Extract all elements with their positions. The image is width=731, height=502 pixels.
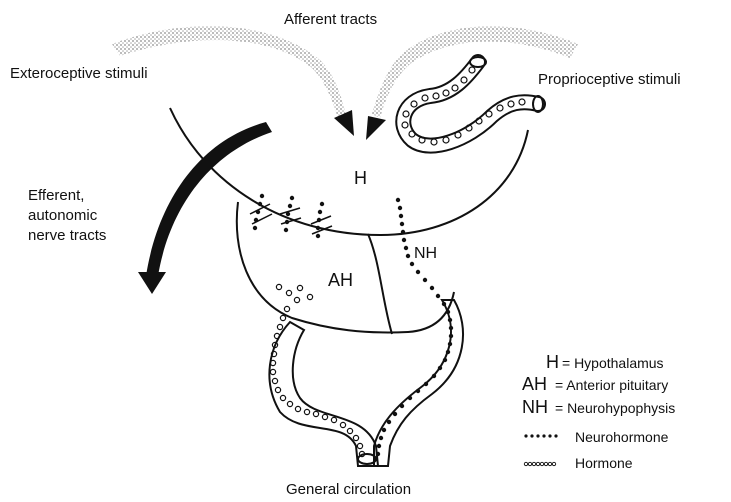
pituitary-divider (368, 234, 392, 334)
legend-circles-icon (524, 462, 555, 465)
afferent-arrow-left (112, 26, 354, 136)
efferent-arrow (138, 122, 272, 294)
label-general-circulation: General circulation (286, 481, 411, 497)
pituitary-outline (237, 202, 454, 332)
label-hypothalamus: H (354, 168, 367, 188)
legend-abbr-h: H (546, 352, 559, 372)
neurohormone-fiber (376, 198, 453, 456)
label-afferent-tracts: Afferent tracts (284, 11, 377, 28)
legend-text-h: = Hypothalamus (562, 355, 664, 371)
label-neurohypophysis: NH (414, 245, 437, 262)
label-efferent-3: nerve tracts (28, 227, 106, 244)
label-proprioceptive-stimuli: Proprioceptive stimuli (538, 71, 681, 88)
legend-text-hormone: Hormone (575, 455, 633, 471)
label-exteroceptive-stimuli: Exteroceptive stimuli (10, 65, 148, 82)
label-efferent-1: Efferent, (28, 187, 84, 204)
hormone-circles (270, 284, 364, 456)
legend-abbr-nh: NH (522, 397, 548, 417)
nerve-fibers (253, 194, 324, 238)
legend-text-nh: = Neurohypophysis (555, 400, 675, 416)
label-anterior-pituitary: AH (328, 270, 353, 290)
legend-abbr-ah: AH (522, 374, 547, 394)
legend: H = Hypothalamus AH = Anterior pituitary… (522, 352, 675, 471)
label-efferent-2: autonomic (28, 207, 98, 224)
legend-text-neurohormone: Neurohormone (575, 429, 669, 445)
legend-dots-icon (524, 434, 557, 437)
legend-text-ah: = Anterior pituitary (555, 377, 668, 393)
